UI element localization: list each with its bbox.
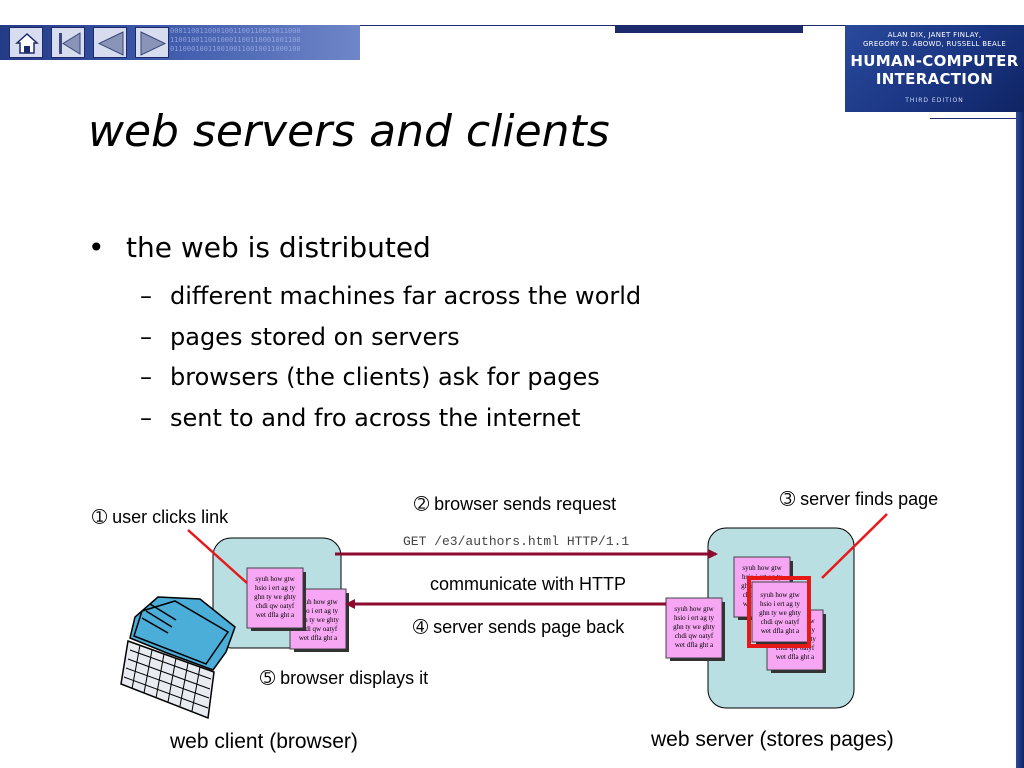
svg-text:ghn ty we ghty: ghn ty we ghty — [297, 616, 339, 624]
slide-title: web servers and clients — [88, 106, 610, 157]
header-rule — [360, 25, 860, 26]
sub-bullet-item: –different machines far across the world — [140, 282, 642, 310]
svg-text:syuh how gtw: syuh how gtw — [674, 605, 714, 613]
server-document-highlighted: syuh how gtw hsio i ert ag ty ghn ty we … — [747, 576, 812, 648]
svg-text:wet dfla ght a: wet dfla ght a — [776, 653, 815, 661]
book-title: HUMAN-COMPUTER INTERACTION — [850, 52, 1019, 88]
home-button[interactable] — [9, 27, 43, 58]
server-caption: web server (stores pages) — [650, 728, 894, 751]
side-rule — [930, 118, 1016, 119]
transfer-document: syuh how gtw hsio i ert ag ty ghn ty we … — [665, 597, 726, 662]
click-callout-line — [187, 529, 248, 584]
binary-decoration: 0001100110001001100110010011000 11001001… — [170, 27, 301, 53]
svg-text:chdi qw oatyf: chdi qw oatyf — [675, 632, 714, 640]
svg-text:ghn ty we ghty: ghn ty we ghty — [759, 609, 801, 617]
book-edition: THIRD EDITION — [905, 97, 964, 104]
triangle-right-icon — [140, 31, 167, 56]
step-browser-sends-request: ➁ browser sends request — [414, 494, 616, 514]
svg-text:chdi qw oatyf: chdi qw oatyf — [761, 618, 800, 626]
triangle-left-icon — [97, 31, 124, 56]
svg-text:syuh how gtw: syuh how gtw — [742, 564, 782, 572]
client-document-back: syuh how gtw hsio i ert ag ty ghn ty we … — [289, 588, 350, 653]
svg-text:syuh how gtw: syuh how gtw — [255, 575, 295, 583]
first-slide-button[interactable] — [51, 27, 85, 58]
svg-text:chdi qw oatyf: chdi qw oatyf — [299, 625, 338, 633]
step-server-finds-page: ➂ server finds page — [780, 489, 938, 509]
svg-text:ghn ty we ghty: ghn ty we ghty — [254, 593, 296, 601]
client-document-front: syuh how gtw hsio i ert ag ty ghn ty we … — [246, 567, 307, 632]
svg-text:syuh how gtw: syuh how gtw — [760, 591, 800, 599]
svg-text:wet dfla ght a: wet dfla ght a — [299, 634, 338, 642]
sub-bullet-item: –browsers (the clients) ask for pages — [140, 363, 600, 391]
computer-icon — [120, 596, 236, 720]
bullet-item: • the web is distributed — [88, 230, 431, 266]
client-caption: web client (browser) — [169, 730, 358, 753]
http-request-line: GET /e3/authors.html HTTP/1.1 — [403, 534, 629, 549]
svg-text:ghn ty we ghty: ghn ty we ghty — [673, 623, 715, 631]
sub-bullet-list: –different machines far across the world… — [140, 276, 641, 438]
sub-bullet-item: –sent to and fro across the internet — [140, 403, 581, 432]
skip-first-icon — [59, 32, 81, 55]
svg-text:chdi qw oatyf: chdi qw oatyf — [256, 602, 295, 610]
step-user-clicks-link: ➀ user clicks link — [92, 507, 229, 527]
side-band — [1016, 112, 1024, 768]
svg-text:hsio i ert ag ty: hsio i ert ag ty — [298, 607, 339, 615]
svg-text:hsio i ert ag ty: hsio i ert ag ty — [760, 600, 801, 608]
next-slide-button[interactable] — [135, 27, 169, 58]
svg-text:hsio i ert ag ty: hsio i ert ag ty — [674, 614, 715, 622]
svg-text:wet dfla ght a: wet dfla ght a — [761, 627, 800, 635]
house-icon — [15, 32, 39, 54]
previous-slide-button[interactable] — [93, 27, 127, 58]
book-authors: ALAN DIX, JANET FINLAY, GREGORY D. ABOWD… — [862, 31, 1007, 48]
header-accent-bar — [615, 25, 803, 33]
bullet-symbol: • — [88, 231, 105, 264]
svg-text:hsio i ert ag ty: hsio i ert ag ty — [255, 584, 296, 592]
bullet-text: the web is distributed — [126, 231, 431, 264]
book-cover-logo: ALAN DIX, JANET FINLAY, GREGORY D. ABOWD… — [845, 25, 1024, 112]
step-server-sends-page-back: ➃ server sends page back — [413, 617, 625, 637]
find-callout-line — [821, 513, 888, 579]
svg-text:syuh how gtw: syuh how gtw — [298, 598, 338, 606]
svg-text:wet dfla ght a: wet dfla ght a — [256, 611, 295, 619]
protocol-label: communicate with HTTP — [430, 574, 626, 594]
step-browser-displays-it: ➄ browser displays it — [260, 668, 428, 688]
svg-text:wet dfla ght a: wet dfla ght a — [675, 641, 714, 649]
sub-bullet-item: –pages stored on servers — [140, 322, 460, 351]
